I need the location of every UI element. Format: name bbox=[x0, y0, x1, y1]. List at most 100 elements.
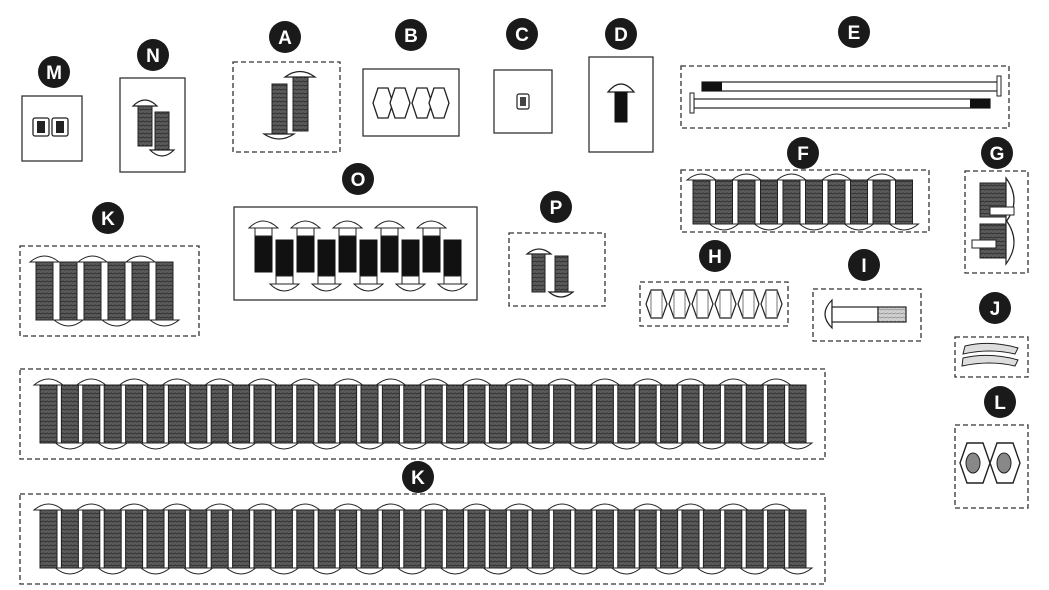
badge-k-small-label: K bbox=[101, 209, 115, 230]
screw-icon bbox=[589, 378, 621, 444]
bolt-icon bbox=[824, 298, 907, 330]
screw-icon bbox=[730, 173, 763, 225]
screw-icon bbox=[28, 255, 61, 321]
screw-icon bbox=[182, 384, 215, 450]
screw-icon bbox=[247, 220, 280, 273]
screw-icon bbox=[460, 378, 493, 444]
screw-icon bbox=[781, 509, 814, 575]
badge-c: C bbox=[506, 18, 538, 50]
black-screw-row-icon bbox=[247, 220, 469, 292]
screw-icon bbox=[75, 503, 108, 569]
screw-icon bbox=[139, 384, 172, 450]
screw-icon bbox=[375, 503, 407, 569]
badge-a-label: A bbox=[278, 28, 292, 49]
part-b-box bbox=[362, 68, 460, 137]
hex-nut-icon bbox=[691, 289, 714, 319]
part-g: G bbox=[964, 137, 1029, 274]
screw-icon bbox=[546, 378, 578, 444]
badge-k-long: K bbox=[402, 461, 434, 493]
screw-icon bbox=[124, 255, 157, 321]
screw-icon bbox=[610, 384, 643, 450]
badge-j-label: J bbox=[990, 299, 1001, 320]
part-k-small: K bbox=[19, 202, 200, 337]
screw-icon bbox=[482, 384, 514, 450]
part-k-long: K bbox=[19, 368, 826, 585]
part-f: F bbox=[680, 137, 930, 233]
screw-icon bbox=[268, 239, 301, 292]
screw-icon bbox=[96, 509, 129, 575]
screw-icon bbox=[525, 248, 575, 298]
screw-icon bbox=[674, 503, 707, 569]
screw-icon bbox=[610, 509, 643, 575]
screw-icon bbox=[289, 220, 322, 273]
part-a: A bbox=[232, 21, 341, 153]
screw-row-icon bbox=[28, 255, 181, 327]
screw-icon bbox=[268, 384, 300, 450]
screw-icon bbox=[100, 261, 133, 327]
part-c-box bbox=[493, 69, 553, 134]
badge-b-label: B bbox=[404, 26, 418, 47]
part-m-box bbox=[21, 95, 83, 162]
screw-icon bbox=[262, 70, 317, 140]
screw-icon bbox=[54, 384, 86, 450]
hex-nut-icon bbox=[645, 289, 783, 319]
badge-n-label: N bbox=[146, 46, 160, 67]
screw-icon bbox=[268, 509, 300, 575]
screw-icon bbox=[289, 378, 322, 444]
screw-icon bbox=[203, 378, 236, 444]
badge-o: O bbox=[342, 163, 374, 195]
screw-icon bbox=[353, 384, 386, 450]
screw-icon bbox=[246, 503, 279, 569]
badge-g-label: G bbox=[990, 144, 1005, 165]
badge-n: N bbox=[137, 39, 169, 71]
screw-icon bbox=[439, 509, 471, 575]
screw-icon bbox=[717, 378, 750, 444]
screw-icon bbox=[417, 503, 450, 569]
screw-icon bbox=[674, 378, 707, 444]
screw-icon bbox=[415, 220, 448, 273]
screw-icon bbox=[503, 503, 536, 569]
screw-icon bbox=[631, 378, 664, 444]
screw-icon bbox=[52, 261, 85, 327]
screw-icon bbox=[781, 384, 814, 450]
badge-g: G bbox=[981, 137, 1013, 169]
badge-k-small: K bbox=[92, 202, 124, 234]
part-n: N bbox=[119, 39, 186, 173]
part-k-long-box-bottom bbox=[19, 493, 826, 585]
screw-icon bbox=[738, 384, 771, 450]
part-k-small-box bbox=[19, 245, 200, 337]
badge-a: A bbox=[269, 21, 301, 53]
badge-l: L bbox=[984, 386, 1016, 418]
screw-icon bbox=[417, 378, 450, 444]
screw-icon bbox=[310, 509, 343, 575]
part-l-box bbox=[954, 424, 1029, 509]
badge-e-label: E bbox=[848, 23, 861, 44]
screw-icon bbox=[653, 384, 685, 450]
part-e-box bbox=[680, 65, 1010, 129]
screw-icon bbox=[32, 503, 65, 569]
screw-icon bbox=[161, 378, 193, 444]
screw-icon bbox=[524, 509, 557, 575]
screw-icon bbox=[685, 173, 718, 225]
screw-icon bbox=[131, 99, 176, 157]
screw-icon bbox=[139, 509, 172, 575]
screw-icon bbox=[460, 503, 493, 569]
part-n-box bbox=[119, 77, 186, 173]
badge-j: J bbox=[979, 292, 1011, 324]
screw-icon bbox=[760, 503, 792, 569]
part-j-box bbox=[954, 336, 1029, 378]
badge-p: P bbox=[540, 191, 572, 223]
badge-k-long-label: K bbox=[411, 468, 425, 489]
hex-nut-icon bbox=[760, 289, 783, 319]
badge-i: I bbox=[848, 249, 880, 281]
screw-icon bbox=[394, 239, 427, 292]
screw-icon bbox=[225, 509, 257, 575]
part-e: E bbox=[680, 16, 1010, 129]
small-nut-icon bbox=[516, 93, 530, 110]
part-h: H bbox=[639, 240, 789, 327]
screw-icon bbox=[567, 384, 600, 450]
badge-f: F bbox=[787, 137, 819, 169]
badge-o-label: O bbox=[351, 170, 366, 191]
screw-icon bbox=[843, 179, 875, 231]
